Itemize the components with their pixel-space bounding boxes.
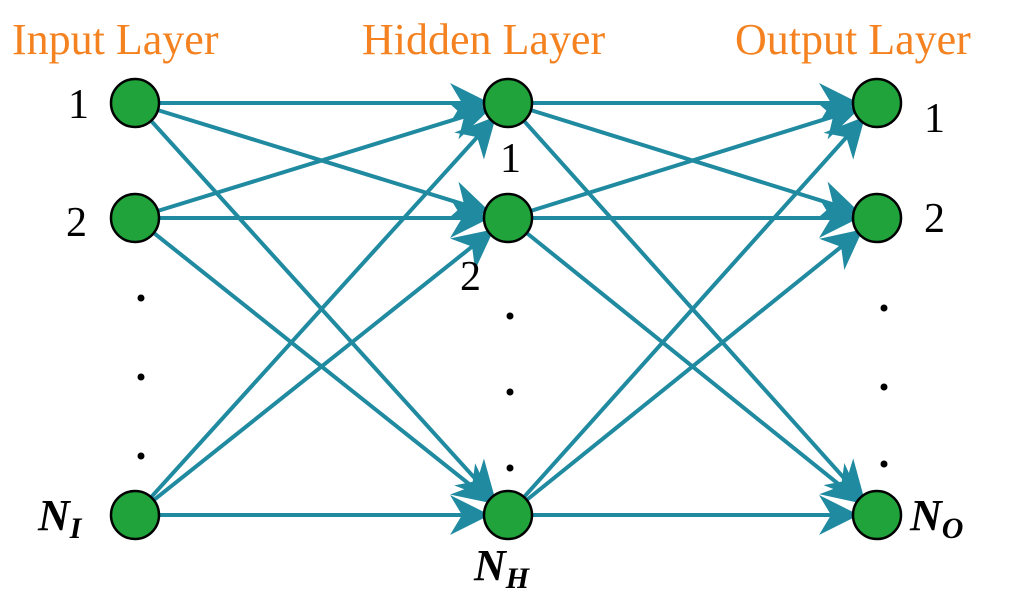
hidden-node-n-label: NH [473,541,531,595]
hidden-ellipsis-dot [506,464,514,472]
input-layer-title: Input Layer [12,15,219,64]
output-node-n-label: NO [909,491,963,545]
hidden-node-1-label: 1 [500,136,521,182]
hidden-ellipsis-dot [506,312,514,320]
output-node-2 [851,192,903,244]
output-ellipsis-dot [880,383,888,391]
input-node-n [109,489,161,541]
hidden-node-2-label: 2 [460,254,481,300]
hidden-node-1 [482,77,534,129]
hidden-node-2 [482,192,534,244]
hidden-ellipsis-dot [506,388,514,396]
connection-arrow [157,101,491,213]
output-ellipsis-dot [880,460,888,468]
hidden-node-n-subscript: H [505,562,531,595]
output-node-2-label: 2 [924,196,945,242]
input-node-n-subscript: I [69,512,83,545]
connection-arrow [152,229,494,502]
output-node-n-letter: N [909,491,944,540]
output-node-1-label: 1 [924,96,945,142]
input-node-2-label: 2 [66,200,87,246]
output-ellipsis-dot [880,304,888,312]
input-node-n-letter: N [37,491,72,540]
input-ellipsis-dot [137,294,145,302]
output-layer-title: Output Layer [735,15,971,64]
input-node-1 [109,77,161,129]
connection-arrow [525,229,863,502]
output-node-n [851,489,903,541]
connection-arrow [530,101,860,213]
connection-arrow [522,116,866,499]
input-ellipsis-dot [137,373,145,381]
connection-arrow [149,116,496,499]
output-node-1 [851,77,903,129]
hidden-layer-title: Hidden Layer [362,15,605,64]
ellipsis-dots [137,294,888,472]
input-node-2 [109,192,161,244]
input-node-1-label: 1 [68,82,89,128]
output-node-n-subscript: O [942,512,964,545]
input-ellipsis-dot [137,452,145,460]
input-node-n-label: NI [37,491,83,545]
network-nodes [109,77,903,541]
hidden-node-n-letter: N [473,541,508,590]
connection-edges [149,83,866,535]
hidden-node-n [482,489,534,541]
